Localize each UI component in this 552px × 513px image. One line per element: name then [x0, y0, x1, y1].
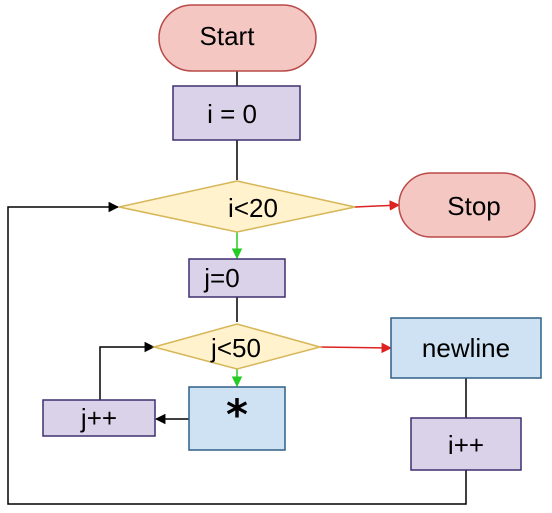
inc-i-label: i++ [448, 430, 484, 460]
start-terminal: Start [158, 4, 317, 72]
edge-cond-i-false-to-stop [354, 200, 401, 211]
init-i-label: i = 0 [207, 99, 257, 129]
start-label: Start [200, 21, 256, 51]
inc-i-process: i++ [410, 417, 522, 471]
init-i-process: i = 0 [172, 85, 301, 141]
stop-label: Stop [447, 191, 501, 221]
print-star-output: * [188, 386, 286, 451]
stop-terminal: Stop [398, 172, 536, 238]
inc-j-label: j++ [80, 403, 117, 433]
connectors [7, 71, 467, 505]
edge-inc-i-loop-to-cond-i [7, 201, 467, 505]
edge-cond-j-false-to-newline [319, 342, 393, 354]
cond-j-label: j<50 [210, 333, 261, 363]
star-label: * [226, 390, 248, 439]
newline-label: newline [422, 333, 510, 363]
init-j-label: j=0 [203, 263, 239, 293]
newline-output: newline [390, 317, 542, 379]
cond-i-label: i<20 [228, 193, 278, 223]
init-j-process: j=0 [188, 258, 286, 298]
inc-j-process: j++ [42, 399, 156, 437]
edge-inc-j-loop-to-cond-j [99, 341, 156, 400]
cond-i-decision: i<20 [118, 180, 356, 233]
cond-j-decision: j<50 [151, 323, 323, 370]
